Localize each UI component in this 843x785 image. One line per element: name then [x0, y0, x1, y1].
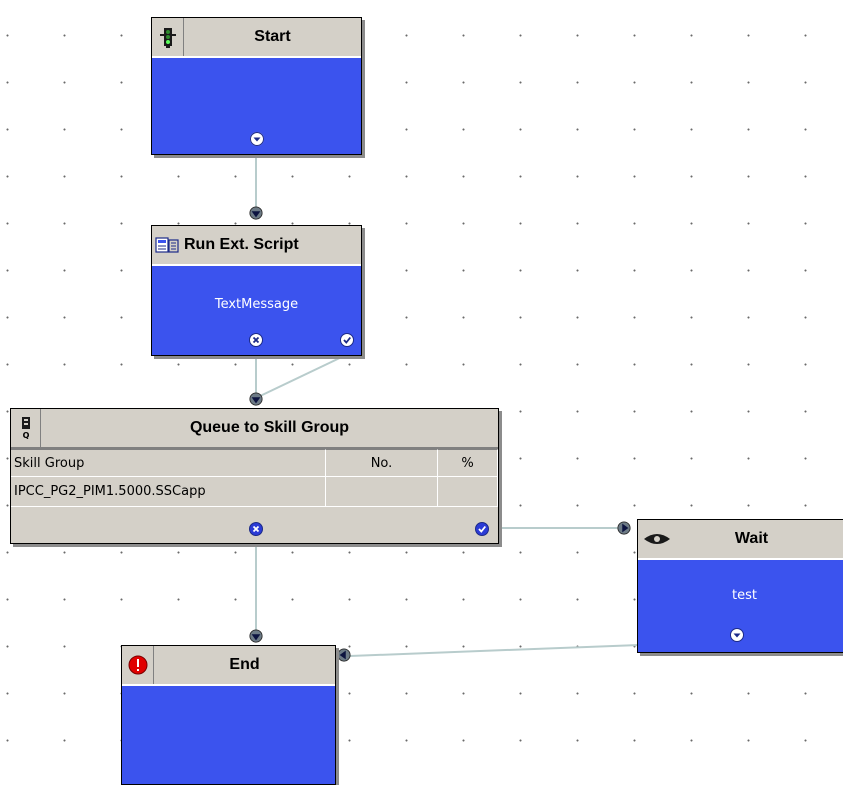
run-ext-script-title: Run Ext. Script	[184, 236, 299, 253]
script-icon	[152, 226, 182, 264]
wait-input-port[interactable]	[617, 521, 631, 535]
stop-icon	[122, 646, 154, 684]
queue-title: Queue to Skill Group	[189, 419, 350, 436]
run-script-failure-port[interactable]	[249, 333, 263, 347]
queue-column-header-no: No.	[326, 449, 438, 477]
start-node[interactable]: Start	[151, 17, 362, 155]
queue-success-port[interactable]	[475, 522, 489, 536]
run-script-input-port[interactable]	[249, 206, 263, 220]
start-node-title: Start	[254, 28, 291, 45]
end-input-port-top[interactable]	[249, 629, 263, 643]
wait-body-text: test	[732, 588, 757, 603]
end-title: End	[229, 656, 260, 673]
end-header: End	[122, 646, 335, 686]
queue-input-port[interactable]	[249, 392, 263, 406]
wait-title: Wait	[734, 530, 769, 547]
queue-column-header-pct: %	[438, 449, 498, 477]
end-node[interactable]: End	[121, 645, 336, 785]
queue-column-header-skill-group: Skill Group	[11, 449, 326, 477]
svg-text:Q: Q	[22, 431, 29, 440]
queue-skill-group-cell[interactable]: IPCC_PG2_PIM1.5000.SSCapp	[11, 477, 326, 507]
run-ext-script-body-text: TextMessage	[214, 297, 299, 312]
queue-icon: Q	[11, 409, 41, 447]
wait-header: Wait	[638, 520, 843, 560]
connector-wait-to-end	[349, 644, 639, 657]
queue-header: Q Queue to Skill Group	[11, 409, 498, 449]
queue-pct-cell[interactable]	[438, 477, 498, 507]
connector-script-success-to-queue	[257, 354, 347, 398]
start-output-port[interactable]	[250, 132, 264, 146]
end-input-port-right[interactable]	[337, 648, 351, 662]
wait-output-port[interactable]	[730, 628, 744, 642]
queue-to-skill-group-node[interactable]: Q Queue to Skill Group Skill Group No. %…	[10, 408, 499, 544]
run-ext-script-node[interactable]: Run Ext. Script TextMessage	[151, 225, 362, 356]
run-script-success-port[interactable]	[340, 333, 354, 347]
wait-node[interactable]: Wait test	[637, 519, 843, 653]
queue-no-cell[interactable]	[326, 477, 438, 507]
queue-failure-port[interactable]	[249, 522, 263, 536]
start-node-header: Start	[152, 18, 361, 58]
run-ext-script-header: Run Ext. Script	[152, 226, 361, 266]
traffic-light-icon	[152, 18, 184, 56]
eye-icon	[638, 520, 676, 558]
